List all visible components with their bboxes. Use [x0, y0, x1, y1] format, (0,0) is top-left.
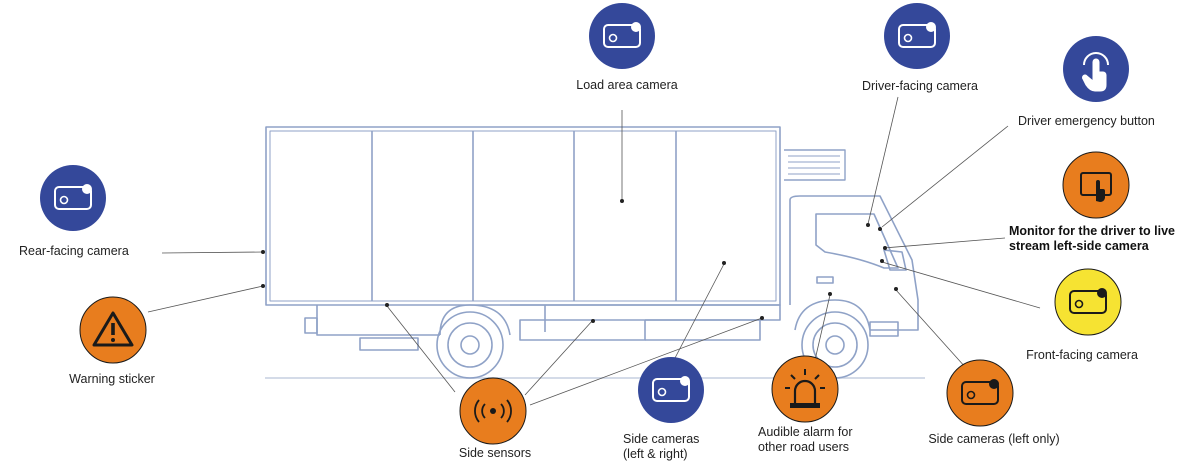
- label-side-cameras-left-only: Side cameras (left only): [928, 432, 1060, 446]
- truck-illustration: [265, 126, 919, 379]
- label-alarm-line2: other road users: [758, 440, 850, 454]
- cargo-box: [265, 126, 781, 306]
- label-side-cameras-lr-line2: (left & right): [623, 447, 688, 461]
- front-facing-camera-icon: [1054, 268, 1122, 336]
- side-cameras-left-right-icon: [638, 357, 704, 423]
- touch-hand-icon: [1063, 36, 1129, 102]
- label-rear-facing-camera: Rear-facing camera: [19, 244, 129, 258]
- label-side-cameras-lr-line1: Side cameras: [623, 432, 700, 446]
- callout-dots: [261, 199, 898, 323]
- label-driver-emergency-button: Driver emergency button: [1018, 114, 1155, 128]
- tablet-monitor-icon: [1062, 151, 1130, 219]
- warning-triangle-icon: [79, 296, 147, 364]
- label-driver-facing-camera: Driver-facing camera: [861, 79, 979, 93]
- label-side-sensors: Side sensors: [458, 446, 532, 460]
- siren-alarm-icon: [771, 355, 839, 423]
- label-warning-sticker: Warning sticker: [69, 372, 155, 386]
- rear-facing-camera-icon: [40, 165, 106, 231]
- load-area-camera-icon: [589, 3, 655, 69]
- label-monitor-line1: Monitor for the driver to live: [1009, 224, 1175, 238]
- label-alarm-line1: Audible alarm for: [758, 425, 853, 439]
- side-cameras-left-only-icon: [946, 359, 1014, 427]
- driver-facing-camera-icon: [884, 3, 950, 69]
- fridge-unit: [784, 149, 846, 181]
- proximity-sensor-icon: [459, 377, 527, 445]
- label-load-area-camera: Load area camera: [576, 78, 678, 92]
- leader-lines: [147, 96, 1041, 406]
- label-monitor-line2: stream left-side camera: [1009, 239, 1149, 253]
- label-front-facing-camera: Front-facing camera: [1026, 348, 1138, 362]
- cab-window: [815, 213, 899, 269]
